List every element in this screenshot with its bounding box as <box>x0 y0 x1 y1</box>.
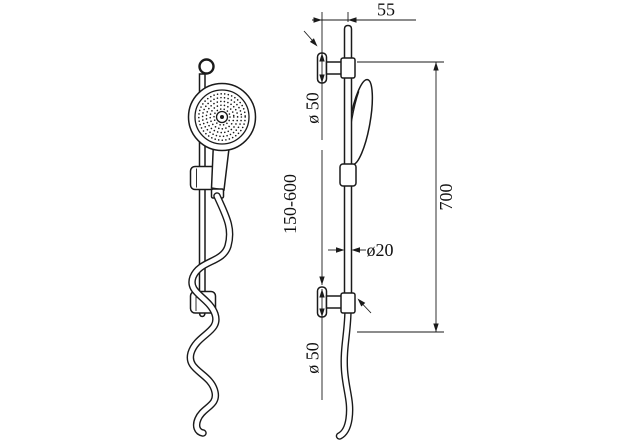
leader-arrow-top <box>303 30 318 47</box>
hang-ring <box>198 58 215 75</box>
hose-front <box>186 192 234 437</box>
dim-bottom-flange-label: ø 50 <box>303 342 323 374</box>
dim-bottom-flange-diameter: ø 50 <box>303 289 325 400</box>
hose-side <box>335 305 354 440</box>
dim-overall-height: 700 <box>357 61 456 333</box>
dim-wall-offset-label: 55 <box>377 0 395 20</box>
head-center-button <box>215 110 229 124</box>
slider-bracket-side <box>339 163 357 187</box>
slider-bracket-front <box>189 165 218 191</box>
side-view <box>316 24 374 440</box>
dim-rail-diameter: ø20 <box>328 240 394 260</box>
dim-overall-height-label: 700 <box>436 184 456 211</box>
spray-face-dots <box>198 93 247 142</box>
front-view <box>186 58 257 437</box>
leader-arrow-bottom <box>357 298 372 314</box>
head-inner-rim <box>194 89 250 145</box>
dim-adjustable-range: 150-600 <box>280 150 325 285</box>
dim-top-flange-label: ø 50 <box>303 92 323 124</box>
hand-shower-front <box>187 82 257 199</box>
dim-top-flange-diameter: ø 50 <box>303 50 325 140</box>
dim-wall-offset: 55 <box>312 0 416 50</box>
dimensions: 55 ø 50 150-600 ø20 <box>280 0 456 400</box>
dim-rail-diameter-label: ø20 <box>367 240 394 260</box>
head-center-dot <box>220 115 224 119</box>
dim-adjustable-range-label: 150-600 <box>280 174 300 234</box>
